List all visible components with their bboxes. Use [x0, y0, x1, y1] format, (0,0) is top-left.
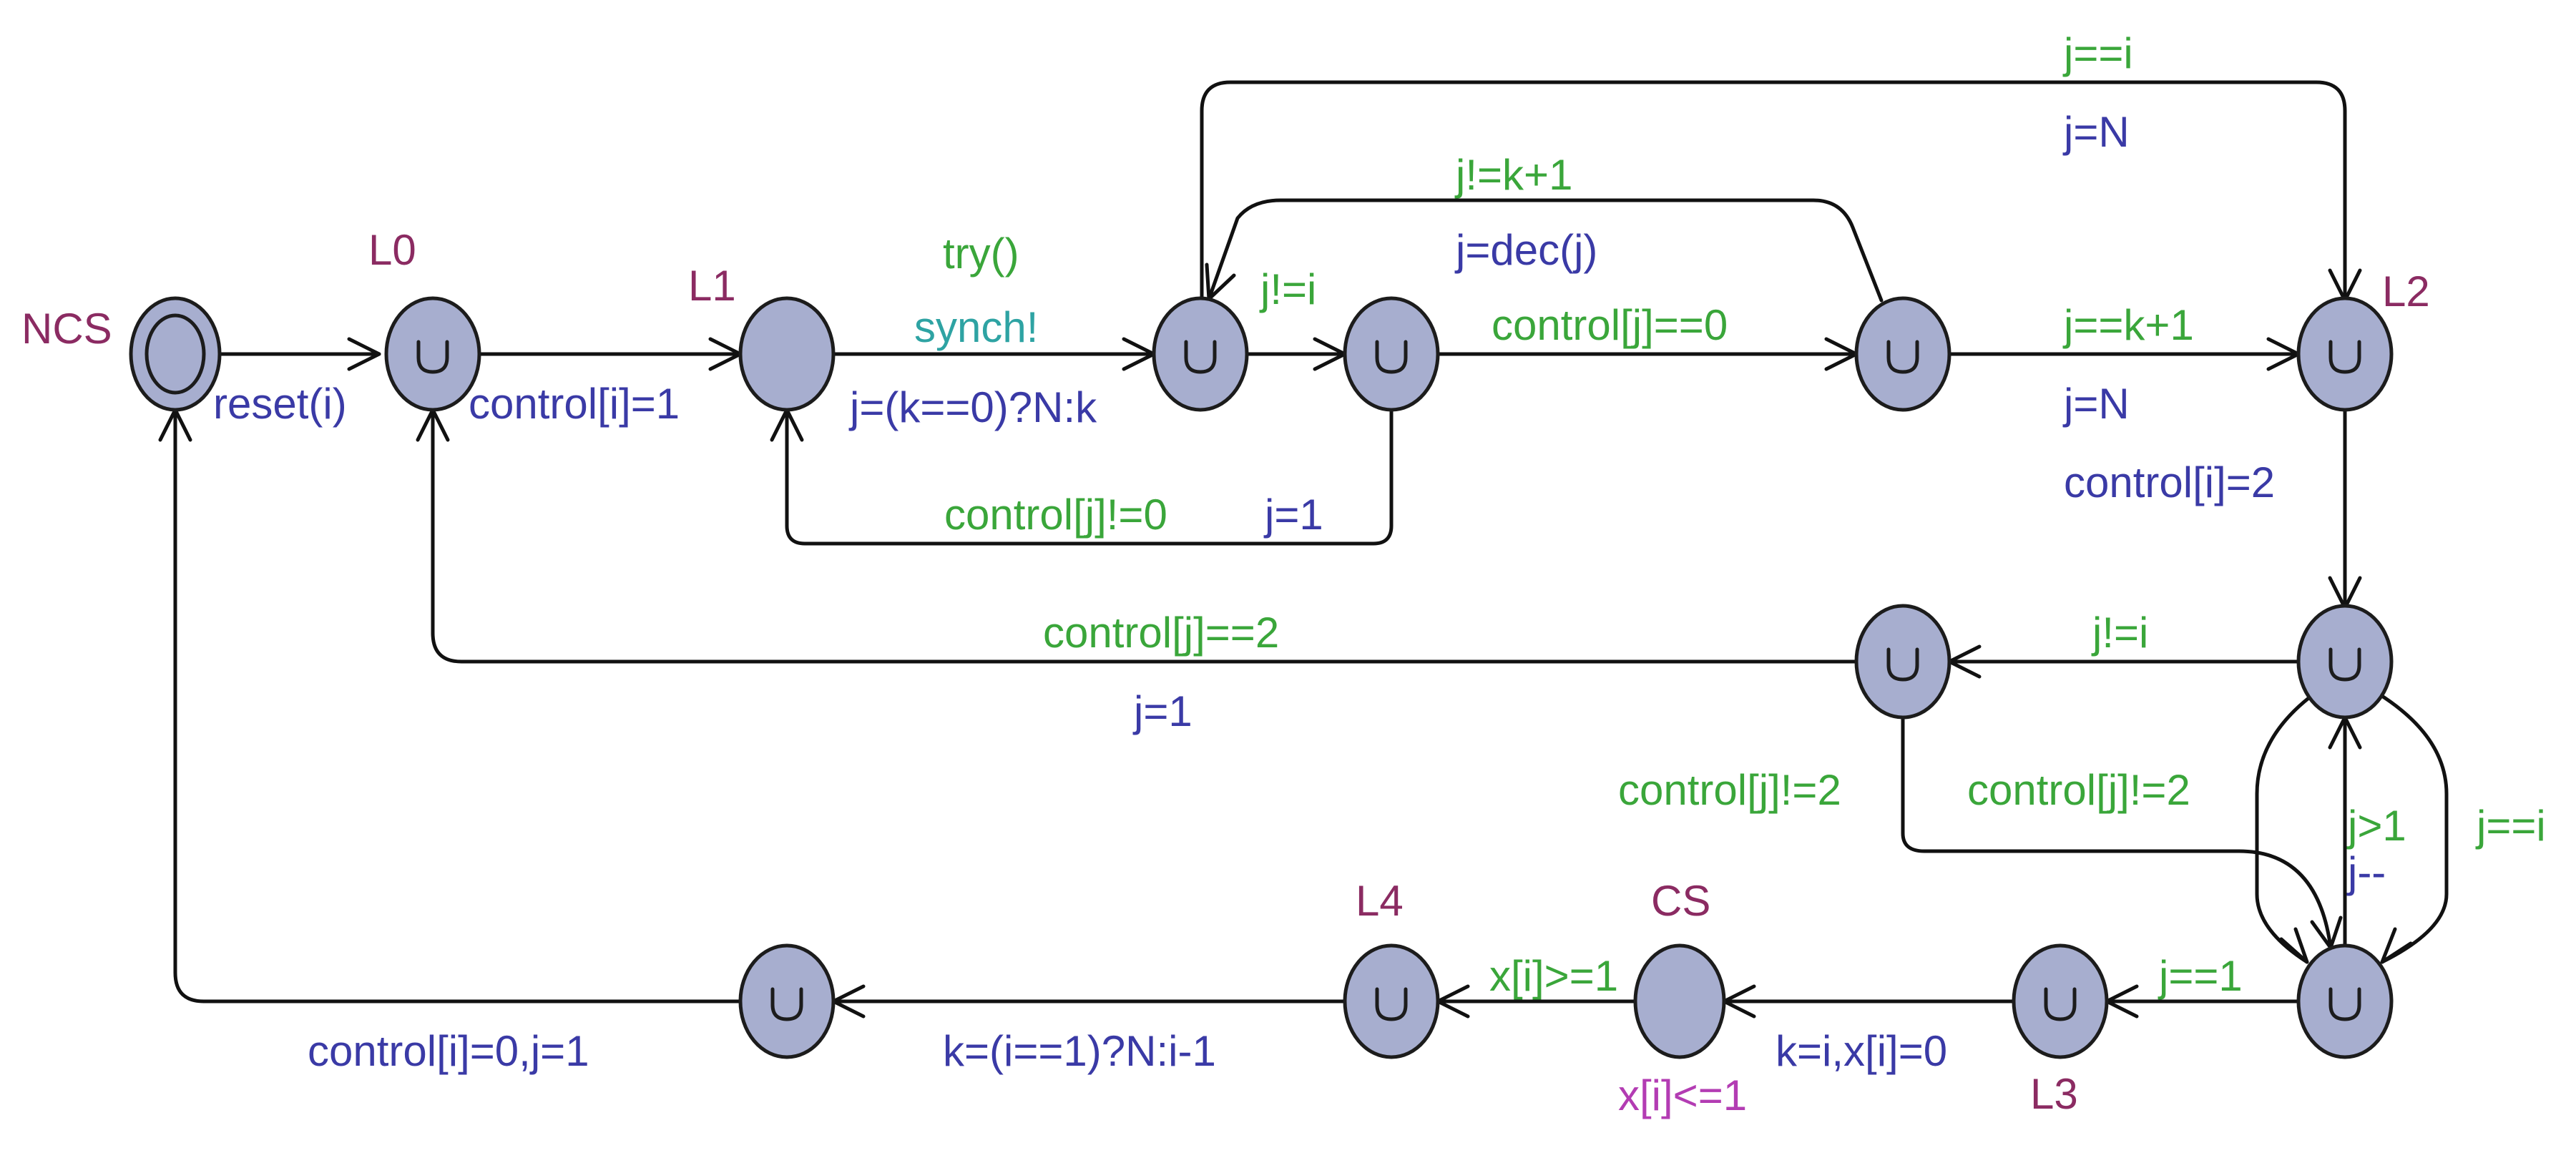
update-label: j--: [2346, 848, 2386, 896]
guard-label: try(): [943, 230, 1019, 278]
location-l1[interactable]: [738, 296, 836, 412]
update-label: reset(i): [213, 380, 347, 428]
location-ncs[interactable]: [129, 296, 222, 412]
guard-label: control[j]==0: [1492, 301, 1728, 349]
location-name-ncs: NCS: [21, 305, 112, 353]
edge-d-f-right: [2376, 692, 2449, 964]
location-l3[interactable]: [2012, 943, 2109, 1059]
update-label: control[i]=2: [2064, 458, 2275, 506]
guard-label: control[j]!=2: [1618, 766, 1841, 814]
edge-c-a: [1207, 198, 1884, 303]
arrowhead: [2279, 927, 2309, 964]
urgent-icon: [2328, 340, 2361, 374]
urgent-icon: [416, 340, 449, 374]
location-g[interactable]: [738, 943, 836, 1059]
location-name-l4: L4: [1356, 877, 1404, 925]
edge-d-f: [2255, 692, 2316, 964]
urgent-icon: [770, 987, 803, 1021]
edge-labels: reset(i) control[i]=1 try() synch! j=(k=…: [213, 29, 2546, 1075]
initial-marker-icon: [145, 313, 206, 395]
location-a[interactable]: [1152, 296, 1249, 412]
location-l0[interactable]: [384, 296, 481, 412]
arrowhead: [2380, 927, 2413, 964]
location-names: NCS L0 L1 L2 L3 L4 CS x[i]<=1: [21, 226, 2430, 1119]
guard-label: j==i: [2475, 802, 2546, 850]
update-label: k=i,x[i]=0: [1776, 1027, 1947, 1075]
guard-label: j!=k+1: [1454, 151, 1572, 199]
guard-label: j==1: [2158, 952, 2243, 1000]
location-c[interactable]: [1854, 296, 1951, 412]
guard-label: control[j]!=0: [944, 491, 1167, 539]
update-label: control[i]=0,j=1: [308, 1027, 589, 1075]
guard-label: control[j]!=2: [1967, 766, 2190, 814]
update-label: j=N: [2062, 108, 2130, 156]
edge-a-l2: [1200, 80, 2347, 303]
location-name-cs: CS: [1651, 877, 1710, 925]
guard-label: j>1: [2346, 802, 2406, 850]
locations: [129, 296, 2394, 1059]
location-e[interactable]: [1854, 604, 1951, 720]
invariant-cs: x[i]<=1: [1618, 1071, 1747, 1119]
urgent-icon: [2328, 647, 2361, 682]
guard-label: j==k+1: [2062, 301, 2194, 349]
urgent-icon: [1184, 340, 1217, 374]
location-name-l2: L2: [2382, 268, 2430, 315]
arrowhead: [347, 337, 381, 371]
guard-label: x[i]>=1: [1489, 952, 1618, 1000]
sync-label: synch!: [914, 303, 1038, 351]
edges: [158, 80, 2449, 1019]
urgent-icon: [2044, 987, 2077, 1021]
location-name-l1: L1: [688, 262, 736, 310]
location-cs[interactable]: [1633, 943, 1726, 1059]
location-l4[interactable]: [1343, 943, 1440, 1059]
guard-label: j!=i: [2091, 609, 2148, 657]
urgent-icon: [1886, 647, 1919, 682]
update-label: control[i]=1: [469, 380, 680, 428]
urgent-icon: [1886, 340, 1919, 374]
location-b[interactable]: [1343, 296, 1440, 412]
location-f[interactable]: [2296, 943, 2394, 1059]
urgent-icon: [2328, 987, 2361, 1021]
location-d[interactable]: [2296, 604, 2394, 720]
edge-b-l1: [785, 408, 1394, 546]
location-l2[interactable]: [2296, 296, 2394, 412]
location-name-l0: L0: [368, 226, 416, 274]
edge-e-l0: [431, 408, 1858, 664]
update-label: j=1: [1263, 491, 1323, 539]
location-name-l3: L3: [2030, 1070, 2078, 1118]
urgent-icon: [1375, 987, 1408, 1021]
edge-g-ncs: [173, 408, 743, 1003]
guard-label: control[j]==2: [1043, 609, 1279, 657]
guard-label: j==i: [2062, 29, 2133, 77]
update-label: j=(k==0)?N:k: [848, 383, 1097, 431]
urgent-icon: [1375, 340, 1408, 374]
update-label: k=(i==1)?N:i-1: [943, 1027, 1216, 1075]
update-label: j=1: [1132, 687, 1192, 735]
guard-label: j!=i: [1259, 265, 1316, 313]
update-label: j=N: [2062, 380, 2130, 428]
update-label: j=dec(j): [1454, 226, 1597, 274]
